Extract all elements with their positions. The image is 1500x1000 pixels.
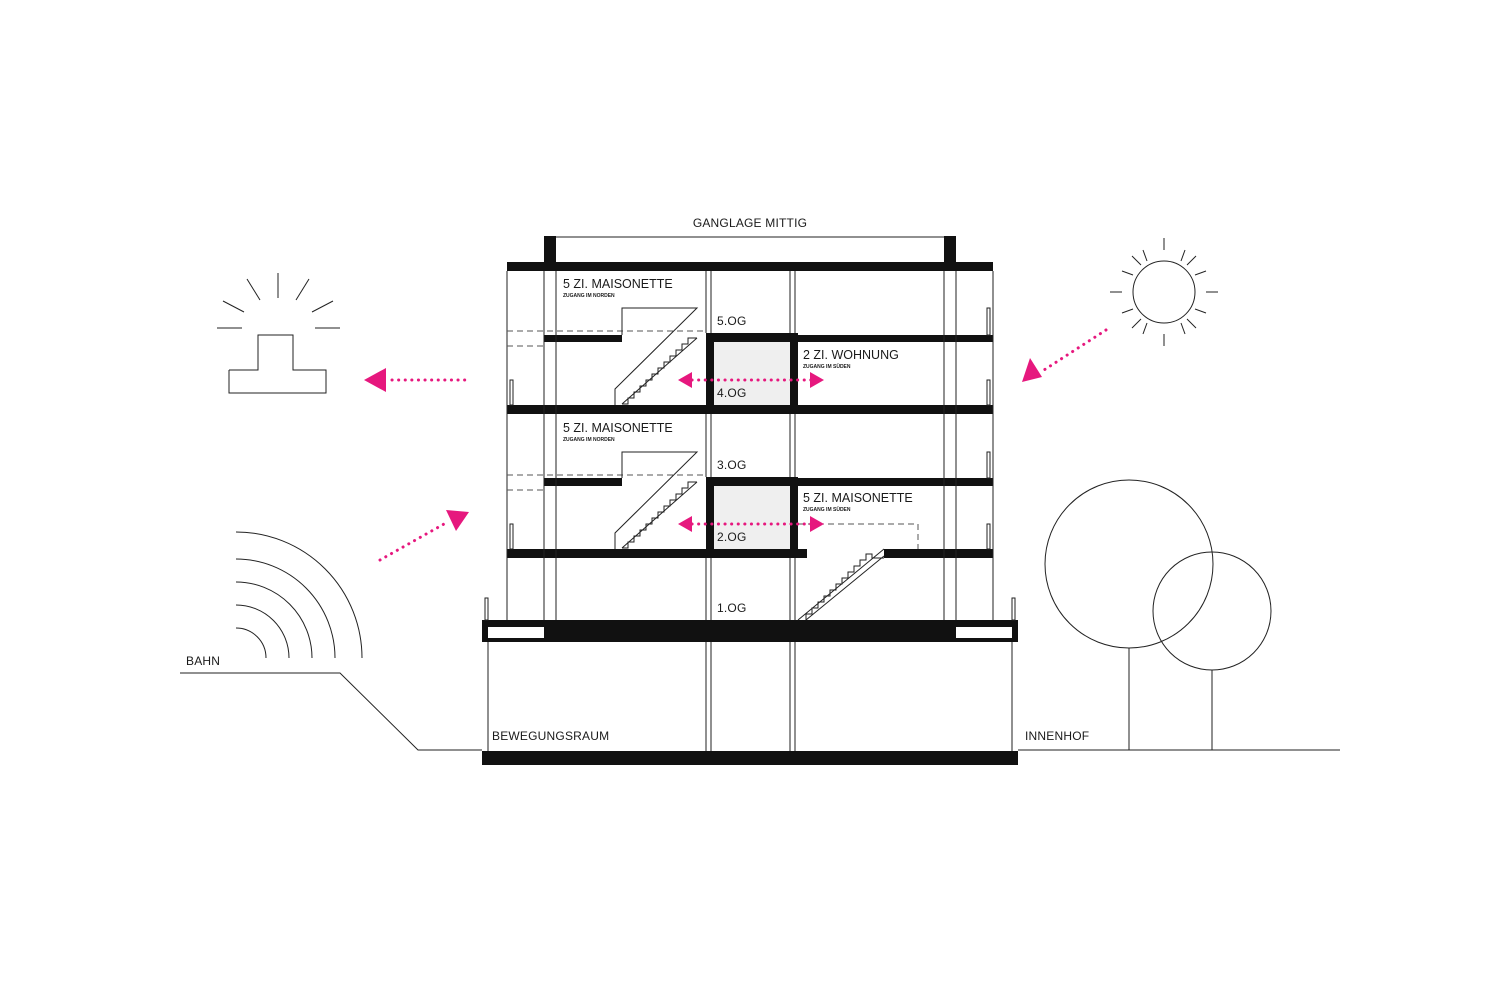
unit-access-5og: ZUGANG IM NORDEN [563,293,615,299]
arrow-icon-ventilation-2og [678,516,824,532]
dashed-gallery-lines [507,330,919,549]
bewegungsraum-label: BEWEGUNGSRAUM [492,729,609,743]
floor-label-2og: 2.OG [717,530,746,544]
core-wall-4og-right [790,333,798,411]
arrow-icon-ventilation-4og [678,372,824,388]
core-wall-4og-left [706,333,714,411]
arrow-icon-sunlight [1022,328,1108,382]
railway-embankment-line [180,672,482,751]
slab-5og-left [544,335,622,342]
terrain [180,672,1340,751]
slab-1og-top [482,620,1018,627]
roof-slab [507,262,993,271]
core-room-2og [714,486,790,549]
slab-3og-left [544,478,622,486]
roof-parapet-right [944,236,956,262]
tree-icon [1044,479,1272,750]
slab-2og-right [884,549,993,558]
unit-label-4og: 2 ZI. WOHNUNG [803,348,899,362]
unit-access-3og: ZUGANG IM NORDEN [563,437,615,443]
lamp-icon [217,273,340,394]
foundation-slab [482,751,1018,765]
arrow-icon-noise [378,510,469,562]
slab-4og [507,405,993,414]
slab-1og-body [544,627,956,641]
core-room-4og [714,342,790,405]
section-title: GANGLAGE MITTIG [693,216,807,230]
floor-label-4og: 4.OG [717,386,746,400]
slab-5og-core [706,333,798,342]
roof-parapet-left [544,236,556,262]
unit-access-2og: ZUGANG IM SÜDEN [803,506,851,513]
unit-access-4og: ZUGANG IM SÜDEN [803,363,851,370]
slab-1og-edge-right [1012,627,1018,641]
unit-label-5og: 5 ZI. MAISONETTE [563,277,673,291]
arrow-icon-light-out [364,368,472,392]
floor-label-1og: 1.OG [717,601,746,615]
building-section [482,236,1018,765]
slab-2og-left [507,549,807,558]
slab-5og-right [798,335,993,342]
innenhof-label: INNENHOF [1025,729,1089,743]
sun-icon [1110,238,1218,346]
arrows [364,328,1108,562]
bahn-label: BAHN [186,654,220,668]
slab-3og-core [706,477,798,486]
labels: GANGLAGE MITTIG 5 ZI. MAISONETTE ZUGANG … [186,216,1089,743]
slab-3og-right [798,478,993,486]
stair-5og [614,307,699,405]
stair-3og [614,451,699,549]
slab-1og-edge-left [482,627,488,641]
floor-label-3og: 3.OG [717,458,746,472]
floor-label-5og: 5.OG [717,314,746,328]
unit-label-2og: 5 ZI. MAISONETTE [803,491,913,505]
core-wall-2og-left [706,477,714,555]
noise-waves-icon [235,531,363,659]
stair-1og [797,548,885,621]
railings [484,307,1016,621]
core-wall-2og-right [790,477,798,555]
unit-label-3og: 5 ZI. MAISONETTE [563,421,673,435]
facade-lines [487,271,1013,751]
slab-1og-bottom [482,638,1018,642]
